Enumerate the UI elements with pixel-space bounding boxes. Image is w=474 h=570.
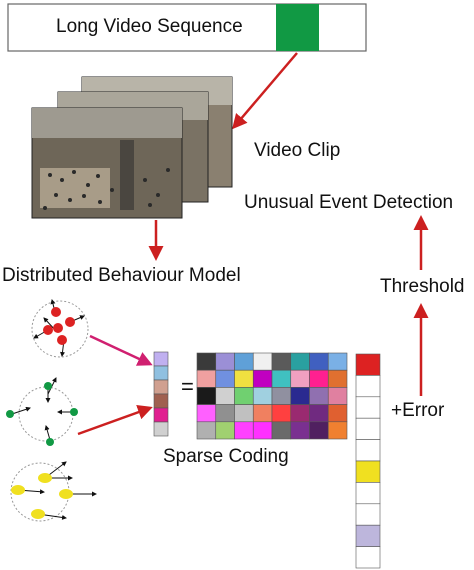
dictionary-cell <box>290 404 310 423</box>
dictionary-cell <box>196 421 217 440</box>
dictionary-cell <box>196 352 217 371</box>
dictionary-cell <box>327 352 348 371</box>
coefficient-vector <box>153 351 169 437</box>
arrow-sequence-to-clip <box>232 52 298 130</box>
error-cell <box>355 375 381 398</box>
dictionary-cell <box>271 421 292 440</box>
dictionary-cell <box>327 404 348 423</box>
error-cell <box>355 417 381 440</box>
dictionary-cell <box>271 369 292 388</box>
long-video-sequence-label: Long Video Sequence <box>56 16 243 37</box>
dictionary-cell <box>290 352 310 371</box>
dictionary-cell <box>234 421 254 440</box>
dictionary-cell <box>327 387 348 405</box>
sparse-coding-label: Sparse Coding <box>163 446 289 467</box>
error-cell <box>355 524 381 547</box>
video-frame-front-sky <box>32 108 182 138</box>
dictionary-cell <box>252 387 273 405</box>
dictionary-cell <box>327 421 348 440</box>
dictionary-cell <box>234 387 254 405</box>
distributed-behaviour-model-label: Distributed Behaviour Model <box>2 265 241 286</box>
agent-red-4 <box>57 335 67 345</box>
dictionary-cell <box>309 387 329 405</box>
agent-green-3 <box>6 410 14 418</box>
agent-yellow-3 <box>59 489 73 499</box>
agent-yellow-2 <box>11 485 25 495</box>
dictionary-cell <box>309 369 329 388</box>
agent-cluster-red <box>31 299 89 358</box>
dictionary-cell <box>215 387 235 405</box>
coef-cell <box>153 407 169 423</box>
dictionary-cell <box>234 404 254 423</box>
error-cell <box>355 482 381 505</box>
dictionary-cell <box>309 352 329 371</box>
dictionary-cell <box>234 369 254 388</box>
error-cell <box>355 439 381 462</box>
dictionary-cell <box>309 404 329 423</box>
dictionary-cell <box>252 421 273 440</box>
error-cell <box>355 353 381 376</box>
dictionary-cell <box>309 421 329 440</box>
dictionary-cell <box>290 421 310 440</box>
dictionary-cell <box>196 404 217 423</box>
video-clip-stack <box>31 76 233 219</box>
video-frame-front-escalator <box>120 140 134 210</box>
agent-red-1 <box>51 307 61 317</box>
dictionary-cell <box>290 369 310 388</box>
agent-yellow-4 <box>31 509 45 519</box>
threshold-label: Threshold <box>380 276 465 297</box>
arrow-red-cluster-to-vector <box>89 334 153 366</box>
error-cell <box>355 460 381 483</box>
dictionary-cell <box>215 404 235 423</box>
dictionary-cell <box>196 369 217 388</box>
video-sequence-highlight <box>276 4 319 51</box>
coef-cell <box>153 379 169 395</box>
dictionary-cell <box>215 352 235 371</box>
dictionary-cell <box>215 421 235 440</box>
agent-green-4 <box>46 438 54 446</box>
dictionary-cell <box>271 404 292 423</box>
error-label: +Error <box>391 400 445 421</box>
dictionary-cell <box>271 387 292 405</box>
coef-cell <box>153 365 169 381</box>
dictionary-cell <box>252 369 273 388</box>
equals-sign: = <box>181 374 194 399</box>
agent-cluster-green <box>6 377 78 446</box>
dictionary-cell <box>196 387 217 405</box>
agent-green-1 <box>44 382 52 390</box>
error-column <box>355 353 381 569</box>
error-cell <box>355 396 381 419</box>
coef-cell <box>153 351 169 367</box>
dictionary-cell <box>327 369 348 388</box>
dictionary-cell <box>215 369 235 388</box>
cluster-green-ellipse <box>18 386 74 442</box>
coef-cell <box>153 421 169 437</box>
agent-yellow-1 <box>38 473 52 483</box>
coef-cell <box>153 393 169 409</box>
arrow-green-cluster-to-vector <box>77 405 153 436</box>
agent-red-5 <box>53 323 63 333</box>
error-cell <box>355 503 381 526</box>
dictionary-cell <box>234 352 254 371</box>
unusual-event-detection-label: Unusual Event Detection <box>244 192 454 213</box>
agent-cluster-yellow <box>10 461 97 522</box>
agent-red-2 <box>65 317 75 327</box>
error-cell <box>355 546 381 569</box>
video-clip-label: Video Clip <box>254 140 341 161</box>
dictionary-matrix <box>196 352 348 440</box>
dictionary-cell <box>252 404 273 423</box>
video-frame-crowd <box>43 168 170 210</box>
cluster-red-ellipse <box>31 300 89 358</box>
dictionary-cell <box>252 352 273 371</box>
dictionary-cell <box>271 352 292 371</box>
agent-red-3 <box>43 325 53 335</box>
agent-green-2 <box>70 408 78 416</box>
dictionary-cell <box>290 387 310 405</box>
